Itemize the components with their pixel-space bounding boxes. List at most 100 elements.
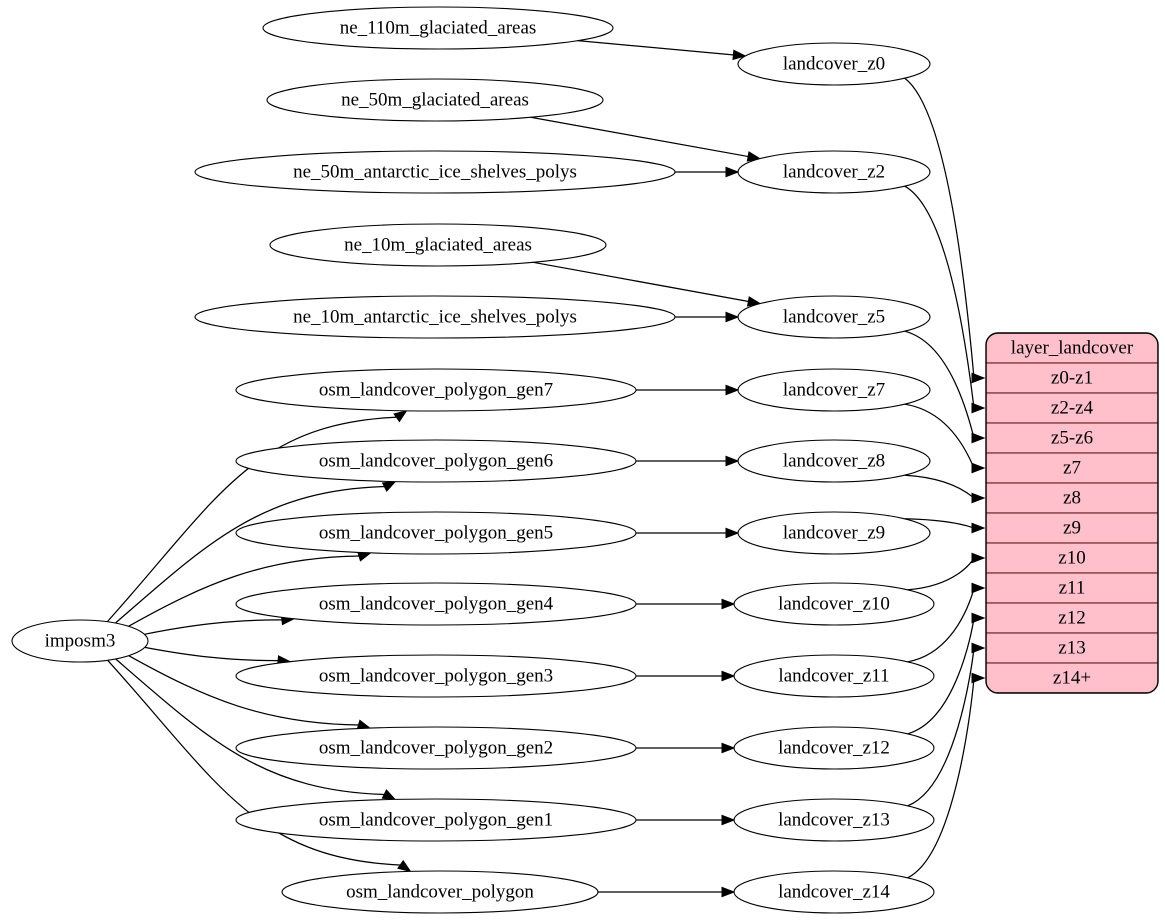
edge-arrowhead (393, 409, 408, 423)
edge-arrowhead (971, 492, 986, 504)
node-osm_landcover_polygon_gen4[interactable]: osm_landcover_polygon_gen4 (235, 582, 637, 626)
node-landcover_z0[interactable]: landcover_z0 (737, 42, 931, 86)
edge-arrowhead (971, 522, 986, 534)
node-ne_110m_glaciated_areas[interactable]: ne_110m_glaciated_areas (262, 6, 614, 50)
table-row-label: z14+ (1053, 667, 1091, 688)
node-label: landcover_z8 (783, 450, 885, 471)
edge-imposm3-to-osm_landcover_polygon (107, 659, 412, 873)
node-label: ne_10m_antarctic_ice_shelves_polys (293, 306, 577, 327)
node-osm_landcover_polygon_gen6[interactable]: osm_landcover_polygon_gen6 (235, 439, 637, 483)
node-landcover_z13[interactable]: landcover_z13 (733, 798, 935, 842)
edge-arrowhead (381, 789, 397, 801)
edge-ne_10m_glaciated_areas-to-landcover_z5 (533, 261, 762, 307)
table-row[interactable] (986, 422, 1158, 454)
node-osm_landcover_polygon_gen3[interactable]: osm_landcover_polygon_gen3 (235, 654, 637, 698)
node-label: imposm3 (45, 630, 116, 651)
edge-line (144, 619, 283, 635)
node-osm_landcover_polygon_gen1[interactable]: osm_landcover_polygon_gen1 (235, 798, 637, 842)
table-row-label: z9 (1063, 517, 1081, 538)
edge-arrowhead (397, 859, 412, 873)
node-shape (281, 870, 599, 914)
edge-arrowhead (725, 384, 740, 396)
nodes-layer: imposm3 ne_110m_glaciated_areas ne_50m_gla… (11, 6, 935, 914)
table-row[interactable] (986, 602, 1158, 634)
edge-landcover_z10-to-layer_landcover-z10 (907, 552, 986, 591)
node-shape (737, 511, 931, 555)
edge-ne_50m_glaciated_areas-to-landcover_z2 (530, 116, 762, 162)
edge-line (533, 261, 750, 303)
table-row[interactable] (986, 662, 1158, 693)
table-row[interactable] (986, 482, 1158, 514)
node-ne_10m_glaciated_areas[interactable]: ne_10m_glaciated_areas (269, 223, 607, 267)
edge-arrowhead (971, 612, 986, 624)
edge-osm_landcover_polygon_gen1-to-landcover_z13 (636, 814, 736, 826)
node-landcover_z12[interactable]: landcover_z12 (733, 726, 935, 770)
edge-line (904, 474, 975, 499)
edge-arrowhead (721, 598, 736, 610)
node-label: landcover_z14 (778, 881, 890, 902)
edge-line (128, 555, 361, 627)
edge-line (115, 658, 386, 796)
node-landcover_z2[interactable]: landcover_z2 (737, 150, 931, 194)
edge-line (128, 655, 360, 726)
node-label: osm_landcover_polygon_gen3 (319, 665, 553, 686)
node-label: osm_landcover_polygon_gen4 (319, 593, 554, 614)
edge-landcover_z0-to-layer_landcover-z0-z1 (904, 77, 986, 384)
table-row-label: z7 (1063, 457, 1081, 478)
node-ne_50m_antarctic_ice_shelves_polys[interactable]: ne_50m_antarctic_ice_shelves_polys (194, 150, 676, 194)
node-imposm3[interactable]: imposm3 (11, 619, 149, 663)
table-row-label: z0-z1 (1051, 367, 1093, 388)
edge-arrowhead (971, 372, 986, 384)
edge-line (530, 116, 750, 158)
edge-arrowhead (971, 582, 986, 594)
edge-arrowhead (971, 642, 986, 654)
node-landcover_z10[interactable]: landcover_z10 (733, 582, 935, 626)
edge-line (907, 677, 975, 879)
node-landcover_z9[interactable]: landcover_z9 (737, 511, 931, 555)
node-osm_landcover_polygon_gen5[interactable]: osm_landcover_polygon_gen5 (235, 511, 637, 555)
edge-imposm3-to-osm_landcover_polygon_gen4 (144, 614, 296, 635)
node-label: osm_landcover_polygon_gen2 (319, 737, 553, 758)
node-shape (262, 6, 614, 50)
edge-line (115, 485, 386, 624)
edge-landcover_z7-to-layer_landcover-z7 (904, 403, 986, 474)
node-osm_landcover_polygon_gen2[interactable]: osm_landcover_polygon_gen2 (235, 726, 637, 770)
node-landcover_z7[interactable]: landcover_z7 (737, 368, 931, 412)
table-row-label: z10 (1058, 547, 1085, 568)
edge-ne_50m_antarctic_ice_shelves_polys-to-landcover_z2 (675, 166, 740, 178)
edge-arrowhead (381, 480, 397, 492)
node-landcover_z5[interactable]: landcover_z5 (737, 295, 931, 339)
node-shape (235, 439, 637, 483)
node-shape (733, 582, 935, 626)
edge-landcover_z13-to-layer_landcover-z13 (907, 642, 986, 807)
node-osm_landcover_polygon[interactable]: osm_landcover_polygon (281, 870, 599, 914)
table-row[interactable] (986, 512, 1158, 544)
edge-line (107, 659, 402, 866)
table-row[interactable] (986, 542, 1158, 574)
edge-arrowhead (721, 814, 736, 826)
edge-line (106, 416, 398, 623)
node-landcover_z8[interactable]: landcover_z8 (737, 439, 931, 483)
node-ne_50m_glaciated_areas[interactable]: ne_50m_glaciated_areas (266, 78, 604, 122)
node-shape (733, 870, 935, 914)
edge-imposm3-to-osm_landcover_polygon_gen3 (144, 646, 292, 666)
edge-line (904, 330, 975, 439)
node-landcover_z14[interactable]: landcover_z14 (733, 870, 935, 914)
node-label: osm_landcover_polygon_gen5 (319, 522, 553, 543)
node-shape (235, 798, 637, 842)
node-shape (235, 511, 637, 555)
table-row-label: z5-z6 (1051, 427, 1093, 448)
table-body (986, 333, 1158, 693)
node-ne_10m_antarctic_ice_shelves_polys[interactable]: ne_10m_antarctic_ice_shelves_polys (194, 295, 676, 339)
node-label: landcover_z11 (778, 665, 889, 686)
node-label: landcover_z2 (783, 161, 885, 182)
edge-arrowhead (725, 455, 740, 467)
edge-osm_landcover_polygon_gen6-to-landcover_z8 (636, 455, 740, 467)
edge-line (907, 557, 975, 591)
node-shape (737, 368, 931, 412)
node-osm_landcover_polygon_gen7[interactable]: osm_landcover_polygon_gen7 (235, 368, 637, 412)
node-label: ne_10m_glaciated_areas (344, 234, 532, 255)
node-landcover_z11[interactable]: landcover_z11 (733, 654, 935, 698)
node-shape (737, 439, 931, 483)
